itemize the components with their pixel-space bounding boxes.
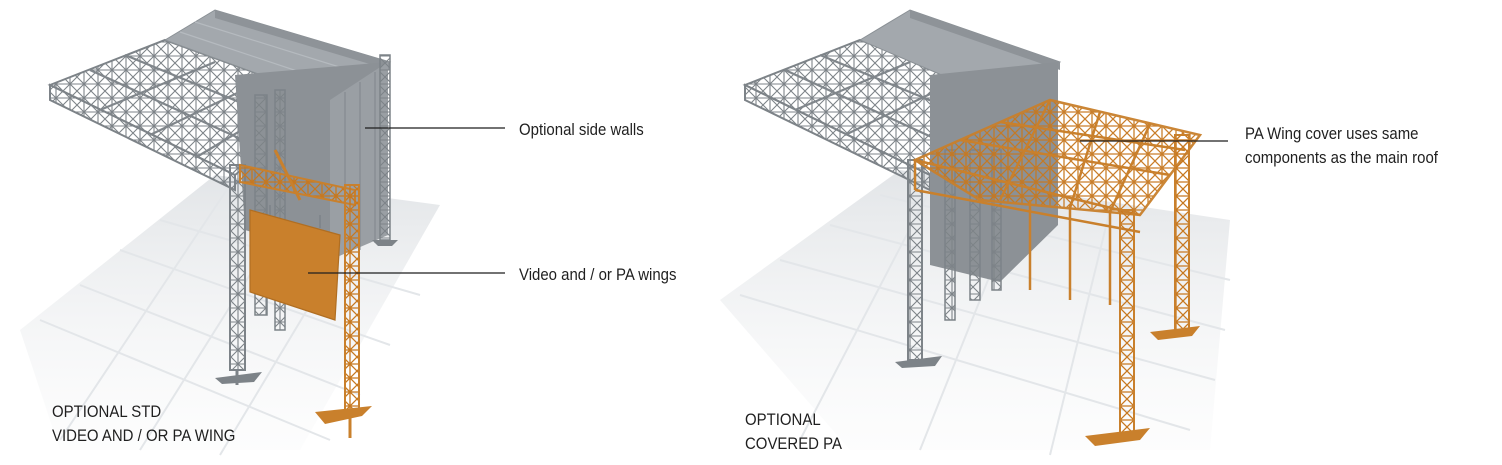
left-pa-wing-truss (239, 149, 372, 438)
callout-side-walls: Optional side walls (519, 120, 644, 139)
right-ground-shadow (720, 170, 1231, 456)
left-caption-line1: OPTIONAL STD (52, 402, 162, 421)
left-caption: OPTIONAL STD VIDEO AND / OR PA WING (52, 400, 235, 448)
right-stage-structure (720, 9, 1231, 456)
callout-pa-wing-cover-line1: PA Wing cover uses same (1245, 124, 1419, 143)
left-stage-structure (20, 9, 440, 456)
left-video-panel (249, 209, 341, 321)
right-caption-line2: COVERED PA (745, 434, 842, 453)
left-front-column (215, 164, 262, 385)
left-caption-line2: VIDEO AND / OR PA WING (52, 426, 236, 445)
right-caption: OPTIONAL COVERED PA (745, 408, 842, 456)
callout-video-pa-wings: Video and / or PA wings (519, 265, 677, 284)
callout-pa-wing-cover: PA Wing cover uses same components as th… (1245, 122, 1438, 170)
callout-pa-wing-cover-line2: components as the main roof (1245, 148, 1438, 167)
right-grey-columns (895, 149, 1002, 368)
right-pa-wing-cover (912, 98, 1203, 446)
right-caption-line1: OPTIONAL (745, 410, 821, 429)
